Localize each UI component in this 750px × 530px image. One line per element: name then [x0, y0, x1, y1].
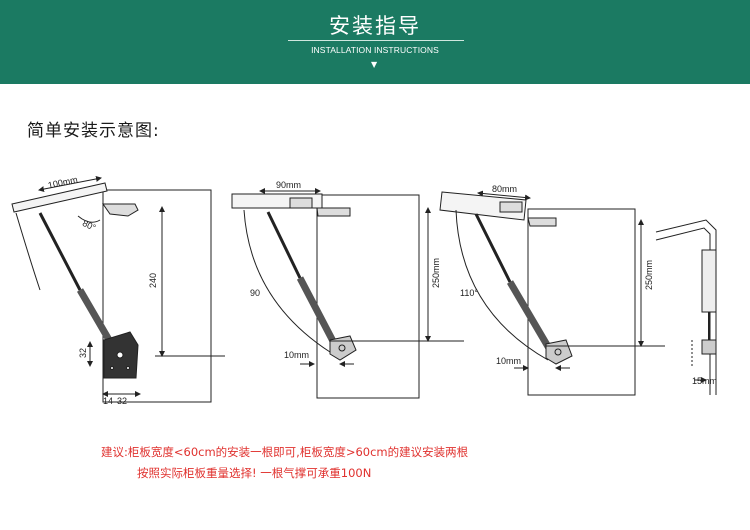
- door-swing-arc: [455, 209, 549, 361]
- hinge-block: [499, 201, 523, 213]
- dim-d1-angle: 80°: [81, 218, 98, 233]
- hinge-bracket: [527, 217, 557, 227]
- dim-d2-height: 250mm: [431, 258, 441, 288]
- header-subtitle: INSTALLATION INSTRUCTIONS: [311, 45, 439, 55]
- cabinet-side-panel: [316, 194, 420, 399]
- triangle-down-icon: ▼: [371, 60, 378, 69]
- dim-d2-width: 90mm: [276, 180, 301, 190]
- dim-d4-offset: 15mm: [692, 376, 717, 386]
- gas-strut-cylinder: [76, 288, 116, 347]
- door-swing-arc: [15, 212, 41, 291]
- strut-mount: [701, 339, 717, 355]
- mount-knuckle: [329, 335, 357, 361]
- diagram-80-degree: [11, 176, 225, 403]
- header-divider: [288, 40, 464, 41]
- dim-d2-offset: 10mm: [284, 350, 309, 360]
- dim-d1-offset-h2: 32: [117, 396, 127, 406]
- dim-d1-offset-h1: 14: [103, 396, 113, 406]
- dim-d1-height: 240: [148, 273, 158, 288]
- install-note-line-1: 建议:柜板宽度<60cm的安装一根即可,柜板宽度>60cm的建议安装两根: [101, 445, 469, 459]
- gas-strut-rod: [266, 211, 302, 279]
- mount-knuckle: [545, 339, 573, 365]
- cabinet-side-panel: [527, 208, 636, 396]
- diagram-110-degree: [439, 190, 665, 396]
- diagram-side-view: [655, 219, 717, 395]
- diagram-90-degree: [231, 188, 464, 399]
- installation-diagram: 100mm 80° 240 32 14 32 90mm 90 250mm 10m…: [11, 174, 717, 406]
- gas-strut-cylinder: [506, 280, 554, 352]
- gas-strut-cylinder: [701, 249, 717, 313]
- gas-strut-rod: [474, 213, 512, 283]
- dim-d3-width: 80mm: [492, 184, 517, 194]
- hinge-bracket: [316, 207, 351, 217]
- gas-strut-cylinder: [296, 276, 339, 347]
- cabinet-side-panel: [102, 189, 212, 403]
- dim-d1-width: 100mm: [47, 174, 78, 190]
- section-title: 简单安装示意图:: [27, 121, 160, 141]
- dim-d3-angle: 110°: [460, 288, 478, 298]
- dim-d2-angle: 90: [250, 288, 260, 298]
- dim-d3-height: 250mm: [644, 260, 654, 290]
- dim-d3-offset: 10mm: [496, 356, 521, 366]
- install-note-line-2: 按照实际柜板重量选择! 一根气撑可承重100N: [137, 466, 372, 480]
- door-swing-arc: [243, 209, 331, 353]
- gas-strut-rod: [38, 212, 82, 291]
- dim-d1-offset-v: 32: [78, 348, 88, 358]
- hinge-block: [289, 197, 313, 209]
- header-title: 安装指导: [329, 14, 421, 38]
- hinge-bracket: [102, 203, 139, 217]
- header-banner: 安装指导 INSTALLATION INSTRUCTIONS ▼: [0, 0, 750, 84]
